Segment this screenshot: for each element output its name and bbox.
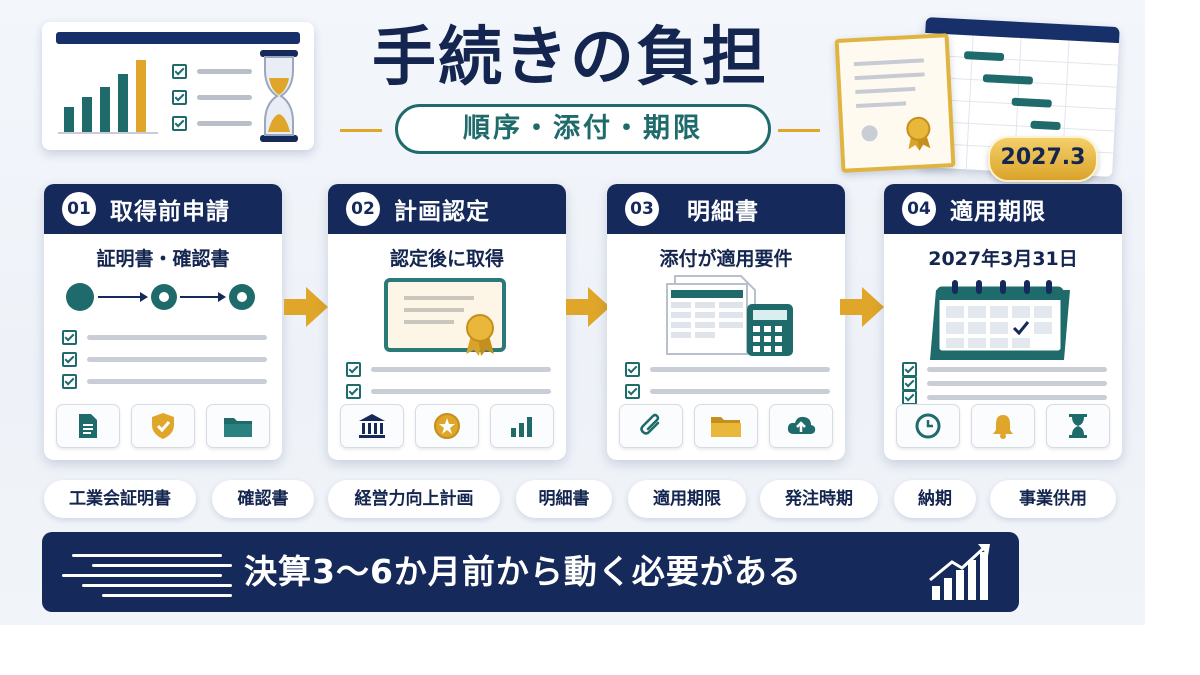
gold-seal-icon	[906, 116, 931, 151]
calendar-icon	[930, 280, 1070, 360]
certificate-icon	[384, 278, 506, 356]
folder-icon	[206, 404, 270, 448]
step-subtitle: 認定後に取得	[389, 248, 504, 270]
subtitle-pill: 順序・添付・期限	[395, 104, 771, 154]
document-icon	[56, 404, 120, 448]
checklist-row	[62, 348, 267, 370]
checklist	[902, 361, 1107, 405]
dashboard-checklist	[172, 60, 252, 134]
dashboard-check-row	[172, 60, 252, 82]
checklist-row	[902, 375, 1107, 391]
step-number: 02	[346, 192, 380, 226]
banner-message: 決算3〜6か月前から動く必要がある	[244, 552, 802, 591]
subtitle-left-rule	[340, 129, 382, 132]
subtitle-group: 順序・添付・期限	[340, 104, 820, 154]
bar-chart-icon	[490, 404, 554, 448]
checklist	[625, 358, 830, 402]
icon-row	[896, 404, 1110, 448]
bottom-banner: 決算3〜6か月前から動く必要がある	[42, 532, 1019, 612]
keyword-tag: 工業会証明書	[44, 480, 196, 518]
dashboard-header-bar	[56, 32, 300, 44]
keyword-tag: 明細書	[516, 480, 612, 518]
icon-row	[340, 404, 554, 448]
checklist-row	[625, 358, 830, 380]
checklist	[62, 326, 267, 392]
arrow-right-icon	[284, 287, 328, 327]
certificate-illustration	[834, 33, 956, 173]
checklist-row	[902, 361, 1107, 377]
checklist-row	[625, 380, 830, 402]
dashboard-illustration	[42, 22, 314, 150]
step-card-4: 04 適用期限 2027年3月31日	[884, 184, 1122, 460]
checklist-row	[346, 380, 551, 402]
bell-icon	[971, 404, 1035, 448]
keyword-tag: 事業供用	[990, 480, 1116, 518]
dashboard-check-row	[172, 86, 252, 108]
step-card-header: 04 適用期限	[884, 184, 1122, 234]
step-card-3: 03 明細書 添付が適用要件	[607, 184, 845, 460]
step-title: 明細書	[687, 199, 759, 225]
icon-row	[56, 404, 270, 448]
step-title: 適用期限	[950, 199, 1046, 225]
step-card-2: 02 計画認定 認定後に取得	[328, 184, 566, 460]
shield-check-icon	[131, 404, 195, 448]
step-title: 取得前申請	[110, 199, 230, 225]
medal-icon	[415, 404, 479, 448]
growth-chart-icon	[929, 544, 990, 600]
checklist	[346, 358, 551, 402]
bar-chart-illustration-icon	[58, 60, 158, 134]
step-number: 01	[62, 192, 96, 226]
keyword-tag: 経営力向上計画	[328, 480, 500, 518]
date-badge: 2027.3	[988, 136, 1098, 182]
cloud-upload-icon	[769, 404, 833, 448]
process-flow-icon	[66, 283, 255, 311]
spreadsheet-calculator-icon	[666, 275, 793, 356]
step-title: 計画認定	[394, 199, 490, 225]
arrow-right-icon	[566, 287, 610, 327]
checklist-row	[62, 326, 267, 348]
page-title: 手続きの負担	[372, 21, 768, 95]
arrow-right-icon	[840, 287, 884, 327]
infographic-canvas: 手続きの負担 順序・添付・期限	[0, 0, 1145, 625]
step-number: 04	[902, 192, 936, 226]
step-subtitle: 証明書・確認書	[96, 248, 230, 270]
step-card-header: 01 取得前申請	[44, 184, 282, 234]
step-card-header: 03 明細書	[607, 184, 845, 234]
paperclip-icon	[619, 404, 683, 448]
keyword-tag: 発注時期	[760, 480, 878, 518]
step-card-1: 01 取得前申請 証明書・確認書	[44, 184, 282, 460]
subtitle-right-rule	[778, 129, 820, 132]
step-number: 03	[625, 192, 659, 226]
icon-row	[619, 404, 833, 448]
keyword-tag: 納期	[894, 480, 976, 518]
step-subtitle: 添付が適用要件	[659, 248, 793, 270]
step-subtitle: 2027年3月31日	[928, 248, 1078, 270]
hourglass-illustration-icon	[260, 50, 298, 142]
bank-icon	[340, 404, 404, 448]
hourglass-icon	[1046, 404, 1110, 448]
dashboard-check-row	[172, 112, 252, 134]
checklist-row	[62, 370, 267, 392]
checklist-row	[346, 358, 551, 380]
keyword-tag: 確認書	[212, 480, 314, 518]
clock-icon	[896, 404, 960, 448]
checklist-row	[902, 389, 1107, 405]
folder-icon	[694, 404, 758, 448]
keyword-tag: 適用期限	[628, 480, 746, 518]
step-card-header: 02 計画認定	[328, 184, 566, 234]
